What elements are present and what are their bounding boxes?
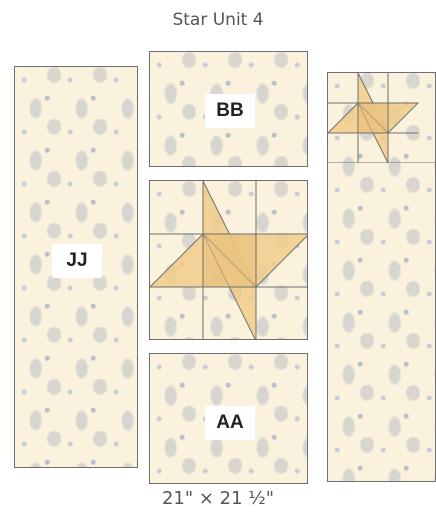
piece-jj: JJ — [14, 66, 138, 468]
mini-star-svg — [328, 73, 436, 163]
piece-bb: BB — [149, 51, 308, 167]
mini-star-center — [358, 103, 388, 133]
assembled-unit — [327, 72, 436, 482]
star-block — [149, 180, 308, 340]
size-caption: 21" × 21 ½" — [0, 488, 436, 509]
star-block-svg — [150, 181, 308, 340]
diagram-title: Star Unit 4 — [0, 10, 436, 30]
label-jj: JJ — [52, 244, 102, 278]
star-center — [203, 234, 256, 287]
piece-aa: AA — [149, 353, 308, 484]
label-bb: BB — [205, 94, 255, 128]
label-aa: AA — [205, 406, 255, 440]
